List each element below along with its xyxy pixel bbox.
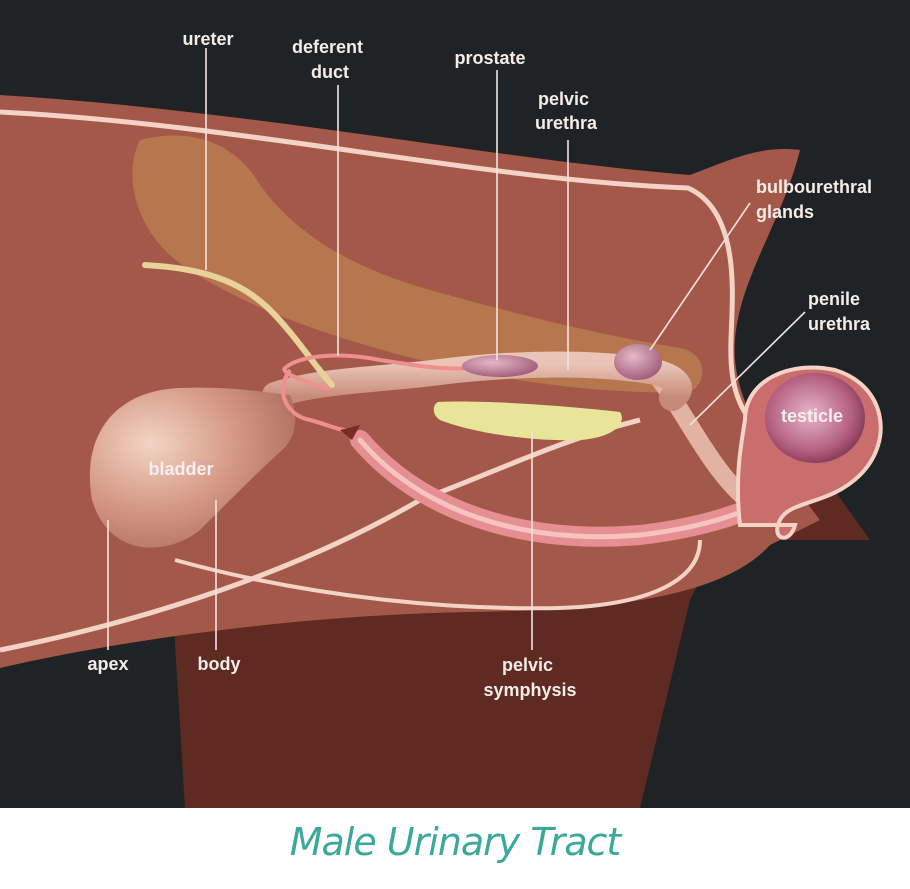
label-ureter: ureter <box>182 29 233 49</box>
lower-tissue-region <box>170 470 870 808</box>
label-bladder: bladder <box>148 459 213 479</box>
pelvic-floor-outline <box>174 539 702 611</box>
label-pelvic-symphysis: pelvic symphysis <box>483 655 576 700</box>
label-penile-urethra: penile urethra <box>808 289 871 334</box>
ureter <box>142 262 335 388</box>
bladder <box>89 387 296 548</box>
label-deferent-duct: deferent duct <box>292 37 368 82</box>
abdominal-floor-outline <box>0 417 641 653</box>
label-prostate: prostate <box>454 48 525 68</box>
label-apex: apex <box>87 654 128 674</box>
rectum <box>132 135 703 393</box>
deferent-duct <box>282 353 471 392</box>
prostate <box>462 355 538 377</box>
label-body: body <box>198 654 241 674</box>
bulbourethral-glands <box>614 344 662 380</box>
figure-caption: Male Urinary Tract <box>289 820 622 864</box>
leader-bulbourethral <box>649 202 751 351</box>
leader-penile-urethra <box>689 311 806 426</box>
label-testicle: testicle <box>781 406 843 426</box>
pelvic-symphysis-bone <box>433 401 622 441</box>
label-bulbourethral-glands: bulbourethral glands <box>756 177 877 222</box>
testicle <box>765 373 865 463</box>
label-pelvic-urethra: pelvic urethra <box>535 89 598 133</box>
body-outline <box>0 109 753 422</box>
anatomy-diagram: ureter deferent duct prostate pelvic ure… <box>0 0 910 808</box>
